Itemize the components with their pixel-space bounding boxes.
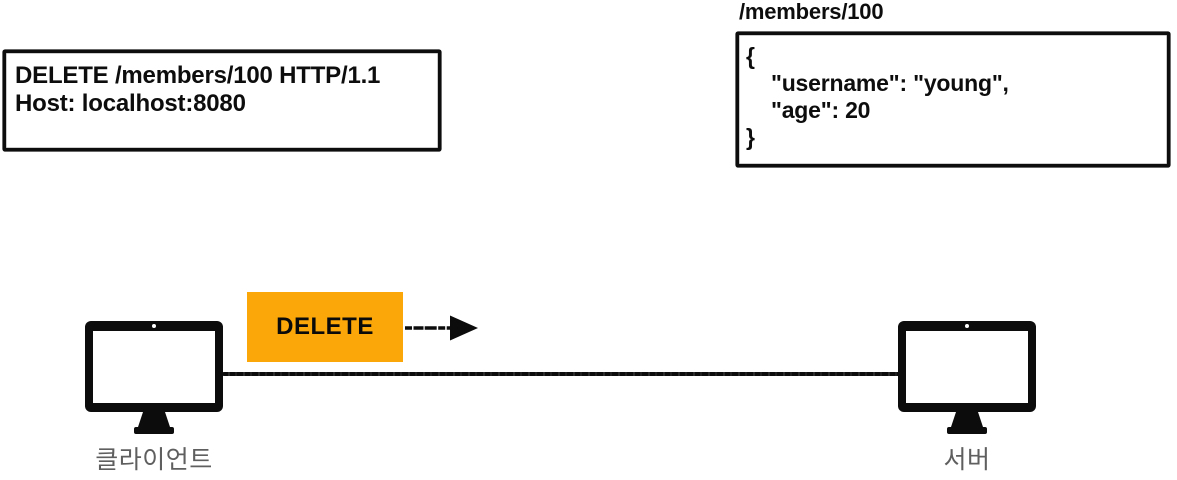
delete-method-label: DELETE <box>276 313 374 340</box>
json-open-brace: { <box>746 43 755 69</box>
request-host-line: Host: localhost:8080 <box>15 90 246 117</box>
json-username-line: "username": "young", <box>771 70 1009 96</box>
request-start-line: DELETE /members/100 HTTP/1.1 <box>15 62 381 89</box>
json-age-line: "age": 20 <box>771 97 871 123</box>
client-monitor-icon <box>84 320 224 434</box>
server-label: 서버 <box>943 446 991 474</box>
json-close-brace: } <box>746 124 755 150</box>
client-label: 클라이언트 <box>95 446 213 474</box>
server-monitor-icon <box>897 320 1037 434</box>
client-server-connection-line <box>222 372 900 376</box>
http-request-box: DELETE /members/100 HTTP/1.1 Host: local… <box>3 50 441 151</box>
delete-method-badge: DELETE <box>247 292 403 362</box>
arrow-right-icon <box>403 312 481 344</box>
resource-body-box: { "username": "young", "age": 20 } <box>736 32 1170 167</box>
resource-path-label: /members/100 <box>739 0 884 24</box>
